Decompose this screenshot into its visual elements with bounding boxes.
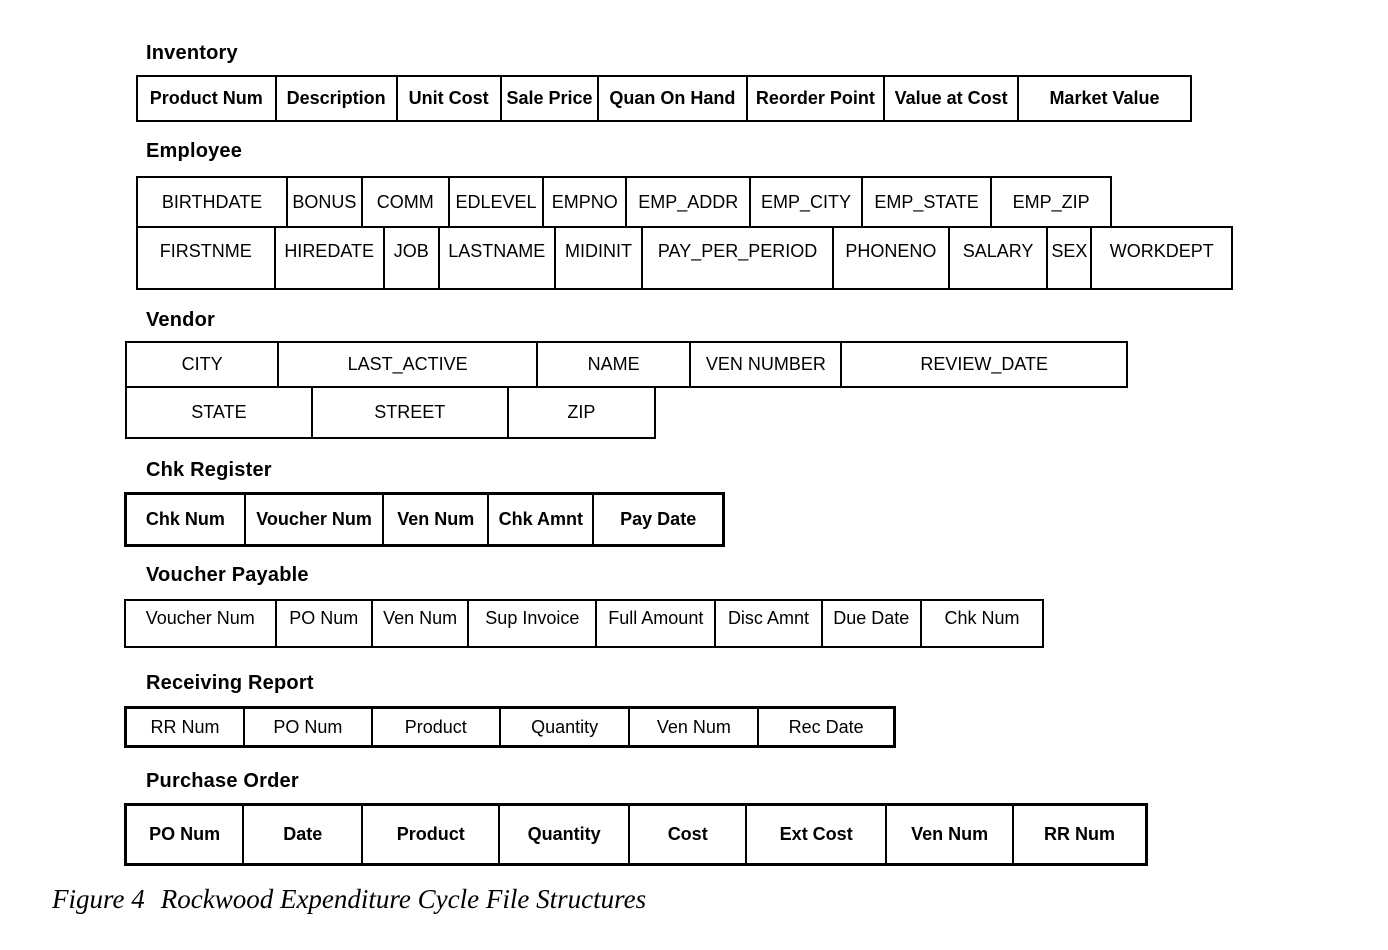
cell-full-amount: Full Amount bbox=[597, 601, 717, 646]
cell-birthdate: BIRTHDATE bbox=[138, 178, 289, 226]
cell-comm: COMM bbox=[363, 178, 450, 226]
cell-pay-date: Pay Date bbox=[620, 509, 697, 529]
table-title-chk-register: Chk Register bbox=[146, 459, 272, 481]
cell-date: Date bbox=[244, 806, 364, 863]
cell-salary: SALARY bbox=[950, 228, 1049, 288]
cell-zip: ZIP bbox=[567, 402, 596, 422]
cell-quantity: Quantity bbox=[501, 709, 631, 745]
cell-po-num: PO Num bbox=[277, 601, 373, 646]
employee-record-row-1: BIRTHDATE BONUS COMM EDLEVEL EMPNO EMP_A… bbox=[136, 176, 1112, 228]
figure-caption-label: Figure 4 bbox=[52, 884, 145, 914]
cell-last-active: LAST_ACTIVE bbox=[279, 343, 539, 386]
cell-market-value: Market Value bbox=[1049, 88, 1160, 108]
cell-ven-num-po: Ven Num bbox=[887, 806, 1015, 863]
cell-rr-num-po: RR Num bbox=[1044, 824, 1116, 844]
employee-record-row-2: FIRSTNME HIREDATE JOB LASTNAME MIDINIT P… bbox=[136, 226, 1233, 290]
table-title-vendor: Vendor bbox=[146, 309, 215, 331]
cell-ven-num: Ven Num bbox=[384, 495, 490, 544]
cell-firstnme: FIRSTNME bbox=[138, 228, 276, 288]
cell-ext-cost: Ext Cost bbox=[747, 806, 888, 863]
cell-bonus: BONUS bbox=[288, 178, 363, 226]
cell-disc-amnt: Disc Amnt bbox=[716, 601, 823, 646]
figure-caption: Figure 4 Rockwood Expenditure Cycle File … bbox=[52, 884, 646, 915]
cell-emp-zip: EMP_ZIP bbox=[1012, 191, 1090, 212]
cell-value-at-cost: Value at Cost bbox=[885, 77, 1019, 120]
cell-product-num: Product Num bbox=[138, 77, 277, 120]
cell-voucher-num: Voucher Num bbox=[246, 495, 385, 544]
cell-unit-cost: Unit Cost bbox=[398, 77, 502, 120]
cell-sex: SEX bbox=[1048, 228, 1093, 288]
cell-street: STREET bbox=[313, 388, 509, 437]
cell-phoneno: PHONENO bbox=[834, 228, 950, 288]
cell-lastname: LASTNAME bbox=[440, 228, 556, 288]
cell-sup-invoice: Sup Invoice bbox=[469, 601, 598, 646]
table-title-purchase-order: Purchase Order bbox=[146, 770, 299, 792]
receiving-report-record: RR Num PO Num Product Quantity Ven Num R… bbox=[124, 706, 896, 748]
cell-job: JOB bbox=[385, 228, 440, 288]
cell-product: Product bbox=[373, 709, 501, 745]
cell-sale-price: Sale Price bbox=[502, 77, 600, 120]
cell-due-date: Due Date bbox=[823, 601, 922, 646]
cell-chk-amnt: Chk Amnt bbox=[489, 495, 595, 544]
cell-cost: Cost bbox=[630, 806, 748, 863]
inventory-record: Product Num Description Unit Cost Sale P… bbox=[136, 75, 1192, 122]
cell-emp-city: EMP_CITY bbox=[751, 178, 863, 226]
cell-quantity-po: Quantity bbox=[500, 806, 631, 863]
cell-workdept: WORKDEPT bbox=[1109, 240, 1214, 261]
table-title-voucher-payable: Voucher Payable bbox=[146, 564, 309, 586]
cell-emp-state: EMP_STATE bbox=[863, 178, 993, 226]
cell-quan-on-hand: Quan On Hand bbox=[599, 77, 748, 120]
chk-register-record: Chk Num Voucher Num Ven Num Chk Amnt Pay… bbox=[124, 492, 725, 547]
voucher-payable-record: Voucher Num PO Num Ven Num Sup Invoice F… bbox=[124, 599, 1044, 648]
cell-pay-per-period: PAY_PER_PERIOD bbox=[643, 228, 834, 288]
cell-midinit: MIDINIT bbox=[556, 228, 644, 288]
cell-po-num-po: PO Num bbox=[127, 806, 245, 863]
cell-city: CITY bbox=[127, 343, 280, 386]
cell-empno: EMPNO bbox=[544, 178, 628, 226]
cell-description: Description bbox=[277, 77, 398, 120]
vendor-record-row-1: CITY LAST_ACTIVE NAME VEN NUMBER REVIEW_… bbox=[125, 341, 1128, 388]
table-title-employee: Employee bbox=[146, 140, 243, 162]
cell-product-po: Product bbox=[363, 806, 501, 863]
cell-rr-num: RR Num bbox=[127, 709, 245, 745]
cell-state: STATE bbox=[127, 388, 313, 437]
cell-rec-date: Rec Date bbox=[788, 716, 864, 737]
cell-name: NAME bbox=[538, 343, 692, 386]
vendor-record-row-2: STATE STREET ZIP bbox=[125, 386, 656, 439]
cell-hiredate: HIREDATE bbox=[276, 228, 385, 288]
cell-chk-num: Chk Num bbox=[127, 495, 246, 544]
cell-emp-addr: EMP_ADDR bbox=[627, 178, 752, 226]
cell-ven-num: Ven Num bbox=[373, 601, 470, 646]
cell-edlevel: EDLEVEL bbox=[450, 178, 545, 226]
figure-caption-title: Rockwood Expenditure Cycle File Structur… bbox=[160, 884, 647, 914]
table-title-receiving-report: Receiving Report bbox=[146, 672, 314, 694]
cell-review-date: REVIEW_DATE bbox=[920, 354, 1049, 374]
cell-ven-num-rr: Ven Num bbox=[630, 709, 760, 745]
table-title-inventory: Inventory bbox=[146, 42, 238, 64]
cell-voucher-num: Voucher Num bbox=[126, 601, 277, 646]
cell-chk-num-vp: Chk Num bbox=[944, 608, 1020, 628]
cell-po-num-rr: PO Num bbox=[245, 709, 373, 745]
cell-ven-number: VEN NUMBER bbox=[691, 343, 843, 386]
cell-reorder-point: Reorder Point bbox=[748, 77, 886, 120]
purchase-order-record: PO Num Date Product Quantity Cost Ext Co… bbox=[124, 803, 1148, 866]
